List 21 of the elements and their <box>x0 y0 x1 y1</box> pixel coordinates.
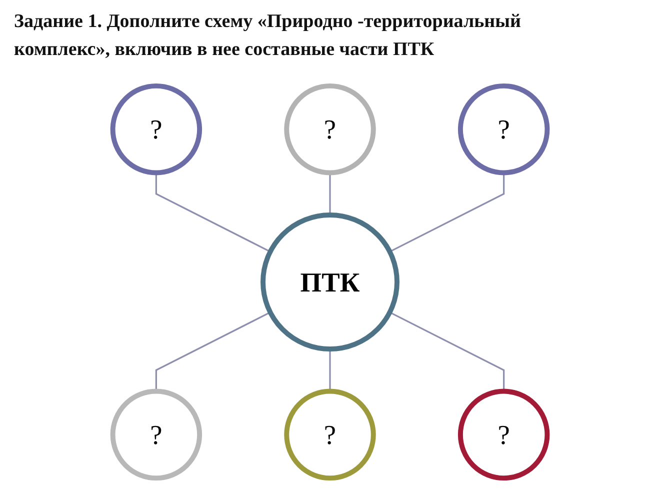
connector-line <box>155 312 271 392</box>
node-label: ? <box>324 112 336 147</box>
circle-node <box>110 83 202 176</box>
node-label: ? <box>150 112 162 147</box>
connector-line <box>329 349 331 392</box>
circle-node <box>284 83 376 176</box>
circle-node <box>458 388 550 481</box>
connector-line <box>329 172 331 215</box>
circle-node <box>110 388 202 481</box>
task-title: Задание 1. Дополните схему «Природно -территориальный комплекс», включив в нее составные части ПТК <box>14 10 522 62</box>
circle-node <box>458 83 550 176</box>
circle-node <box>284 388 376 481</box>
circle-node <box>260 212 400 352</box>
node-label: ? <box>498 418 510 452</box>
node-label: ПТК <box>300 265 360 300</box>
connector-line <box>389 312 505 392</box>
connector-line <box>155 172 271 252</box>
node-label: ? <box>150 418 162 452</box>
node-label: ? <box>498 112 510 147</box>
node-label: ? <box>324 418 336 452</box>
connector-line <box>389 172 505 252</box>
